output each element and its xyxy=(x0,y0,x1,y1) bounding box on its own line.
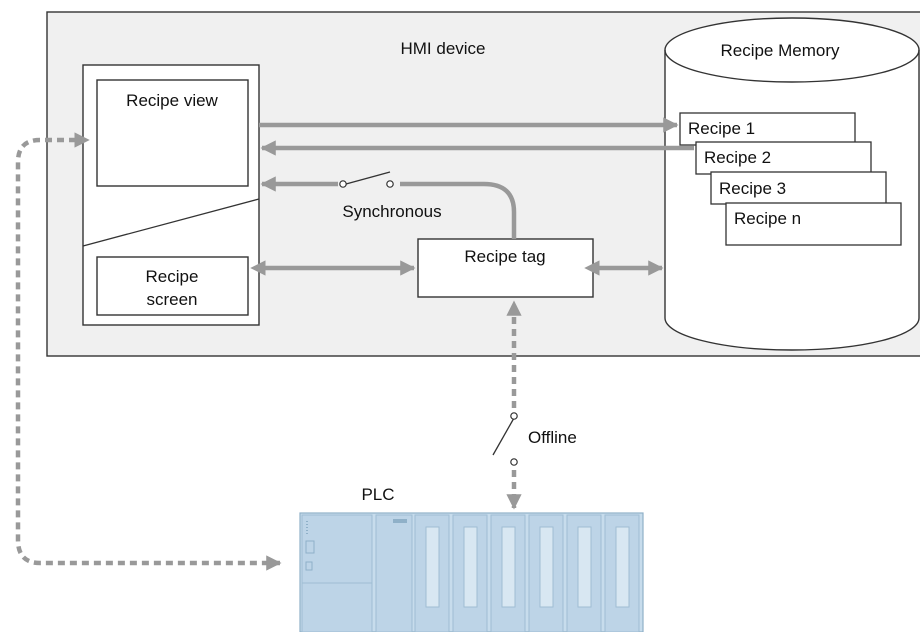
plc-device xyxy=(299,512,644,632)
recipe-record-1-label: Recipe 1 xyxy=(688,119,755,138)
synchronous-switch xyxy=(338,171,400,190)
recipe-screen-label-line1: Recipe xyxy=(146,267,199,286)
recipe-record-n: Recipe n xyxy=(725,202,902,246)
arrow-tag-to-view-sync xyxy=(260,176,517,239)
plc-label: PLC xyxy=(361,485,394,504)
recipe-tag-label: Recipe tag xyxy=(464,247,545,266)
recipe-record-3-label: Recipe 3 xyxy=(719,179,786,198)
recipe-record-n-label: Recipe n xyxy=(734,209,801,228)
recipe-memory-title: Recipe Memory xyxy=(720,41,840,60)
recipe-record-2-label: Recipe 2 xyxy=(704,148,771,167)
offline-switch xyxy=(492,412,518,466)
recipe-record-2: Recipe 2 xyxy=(695,141,872,175)
offline-label: Offline xyxy=(528,428,577,447)
recipe-screen-label-line2: screen xyxy=(146,290,197,309)
hmi-device-title: HMI device xyxy=(400,39,485,58)
recipe-tag-box xyxy=(417,238,594,298)
recipe-view-label: Recipe view xyxy=(126,91,218,110)
recipe-record-3: Recipe 3 xyxy=(710,171,887,205)
synchronous-label: Synchronous xyxy=(342,202,441,221)
recipe-record-1: Recipe 1 xyxy=(679,112,856,146)
